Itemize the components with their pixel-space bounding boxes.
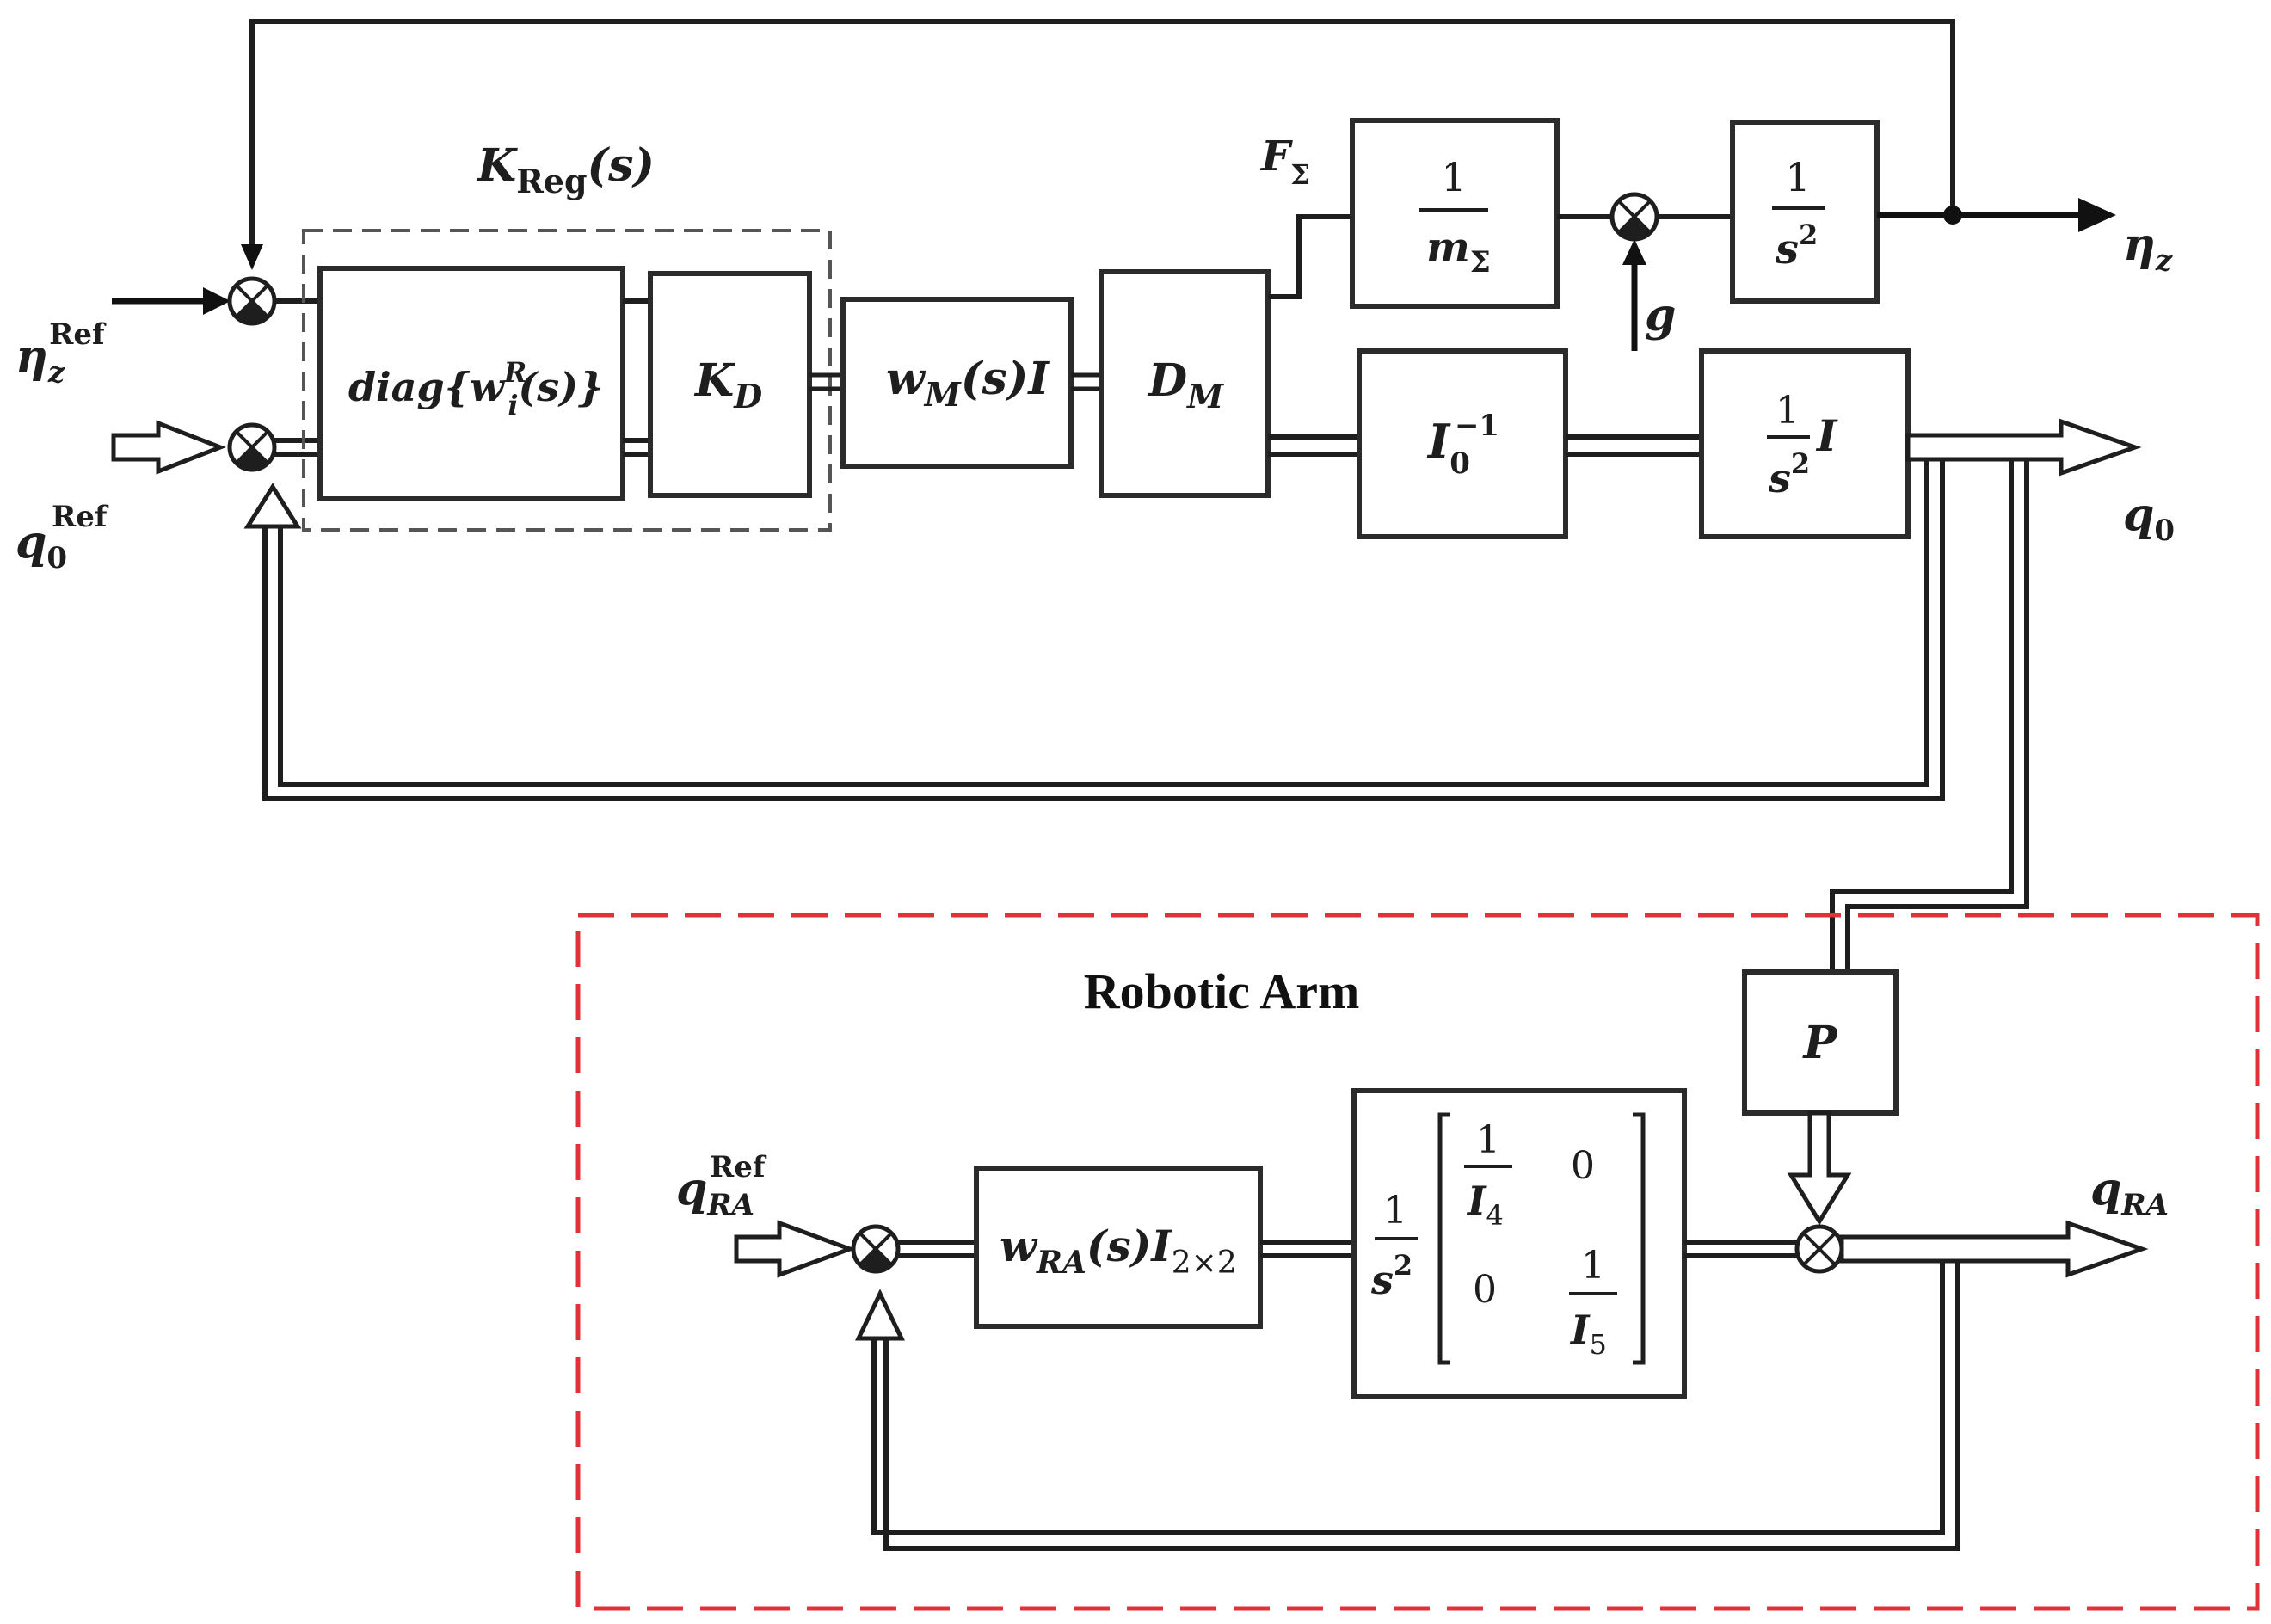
- qra-ref-label: qRARef: [676, 1150, 767, 1222]
- g-label: g: [1645, 289, 1676, 341]
- wire-dm-to-mass: [1268, 214, 1352, 299]
- wm-block: [840, 297, 1074, 469]
- wire-junction-to-diag: [274, 298, 320, 457]
- int-q-num: 1: [1776, 389, 1800, 433]
- p-to-sum-arrow: [1787, 1110, 1852, 1226]
- wire-sum-to-wra: [898, 1240, 976, 1258]
- branch-point: [1943, 206, 1962, 225]
- int-q-block: [1699, 348, 1911, 539]
- qra-ref-input-arrow: [734, 1220, 857, 1278]
- int-z-block: [1730, 120, 1880, 304]
- m22-num: 1: [1581, 1244, 1605, 1288]
- arm-pre-num: 1: [1383, 1189, 1407, 1233]
- controller-label: KReg(s): [476, 139, 655, 200]
- m21: 0: [1473, 1268, 1497, 1312]
- m22-den: I5: [1569, 1307, 1607, 1361]
- robotic-arm-boundary: [575, 913, 2260, 1611]
- wm-label: wM(s)I: [886, 353, 1050, 414]
- controller-boundary: [302, 229, 832, 532]
- q0-feedback-path: [243, 459, 1945, 801]
- int-z-num: 1: [1785, 154, 1810, 200]
- qra-label: qRA: [2090, 1163, 2169, 1222]
- eta-ref-input-arrow: [112, 287, 231, 315]
- m11-num: 1: [1476, 1118, 1500, 1162]
- sum-junction-eta: [227, 276, 277, 326]
- p-block: [1742, 969, 1899, 1116]
- arm-pre-den: s2: [1370, 1249, 1412, 1303]
- wra-block: [974, 1166, 1263, 1329]
- wire-inertia-to-int-q: [1566, 434, 1702, 457]
- wire-wra-to-matrix: [1260, 1240, 1354, 1258]
- inv-inertia-block: [1357, 348, 1568, 539]
- eta-ref-label: ηzRef: [15, 317, 107, 390]
- q0-ref-label: q0Ref: [15, 500, 109, 575]
- inv-mass-num: 1: [1441, 154, 1466, 200]
- dm-block: [1099, 269, 1271, 498]
- inv-inertia-label: I0−1: [1426, 409, 1499, 481]
- m11-den: I4: [1466, 1178, 1504, 1232]
- arm-dynamics-block: [1351, 1088, 1687, 1399]
- sum-junction-arm-output: [1794, 1224, 1844, 1274]
- arm-matrix-label: 1 s2 1 I4 0 0 1 I5: [1370, 1112, 1646, 1365]
- m12: 0: [1571, 1144, 1595, 1188]
- inv-mass-label: 1 mΣ: [1419, 154, 1491, 280]
- f-sigma-label: FΣ: [1259, 132, 1310, 191]
- inv-mass-block: [1350, 118, 1560, 309]
- eta-feedback-path: [241, 19, 1955, 270]
- q0-output-arrow: [1905, 418, 2142, 477]
- eta-z-output-arrow: [1877, 198, 2116, 232]
- robotic-arm-title: Robotic Arm: [1084, 963, 1360, 1019]
- kd-block: [648, 271, 812, 498]
- sum-junction-qra: [851, 1224, 901, 1274]
- wire-wm-to-dm: [1071, 372, 1101, 391]
- q0-ref-input-arrow: [111, 420, 226, 475]
- qra-feedback-path: [855, 1261, 1960, 1551]
- int-z-label: 1 s2: [1772, 154, 1825, 274]
- int-z-den: s2: [1775, 218, 1818, 274]
- int-q-tail: I: [1815, 410, 1838, 461]
- wire-dm-to-inertia: [1268, 434, 1359, 457]
- q0-to-p-path: [1830, 459, 2029, 972]
- g-input-arrow: [1622, 239, 1646, 351]
- kd-label: KD: [693, 354, 762, 415]
- int-q-den: s2: [1768, 447, 1810, 501]
- wire-diag-to-kd: [623, 298, 650, 457]
- qra-output-arrow: [1839, 1220, 2149, 1278]
- wire-kd-to-wm: [809, 372, 843, 391]
- sum-junction-g: [1609, 192, 1659, 242]
- dm-label: DM: [1147, 354, 1224, 415]
- wire-matrix-to-sum: [1684, 1240, 1797, 1258]
- int-q-label: 1 s2 I: [1767, 389, 1838, 501]
- inv-mass-den: mΣ: [1426, 224, 1491, 280]
- diag-block: [317, 266, 625, 501]
- p-label: P: [1801, 1017, 1838, 1069]
- eta-z-label: ηz: [2123, 218, 2173, 278]
- q0-label: q0: [2123, 489, 2175, 548]
- matrix-bracket-left: [1437, 1112, 1450, 1365]
- wra-label: wRA(s)I2×2: [1000, 1221, 1237, 1281]
- sum-junction-q0: [227, 422, 277, 472]
- matrix-bracket-right: [1633, 1112, 1646, 1365]
